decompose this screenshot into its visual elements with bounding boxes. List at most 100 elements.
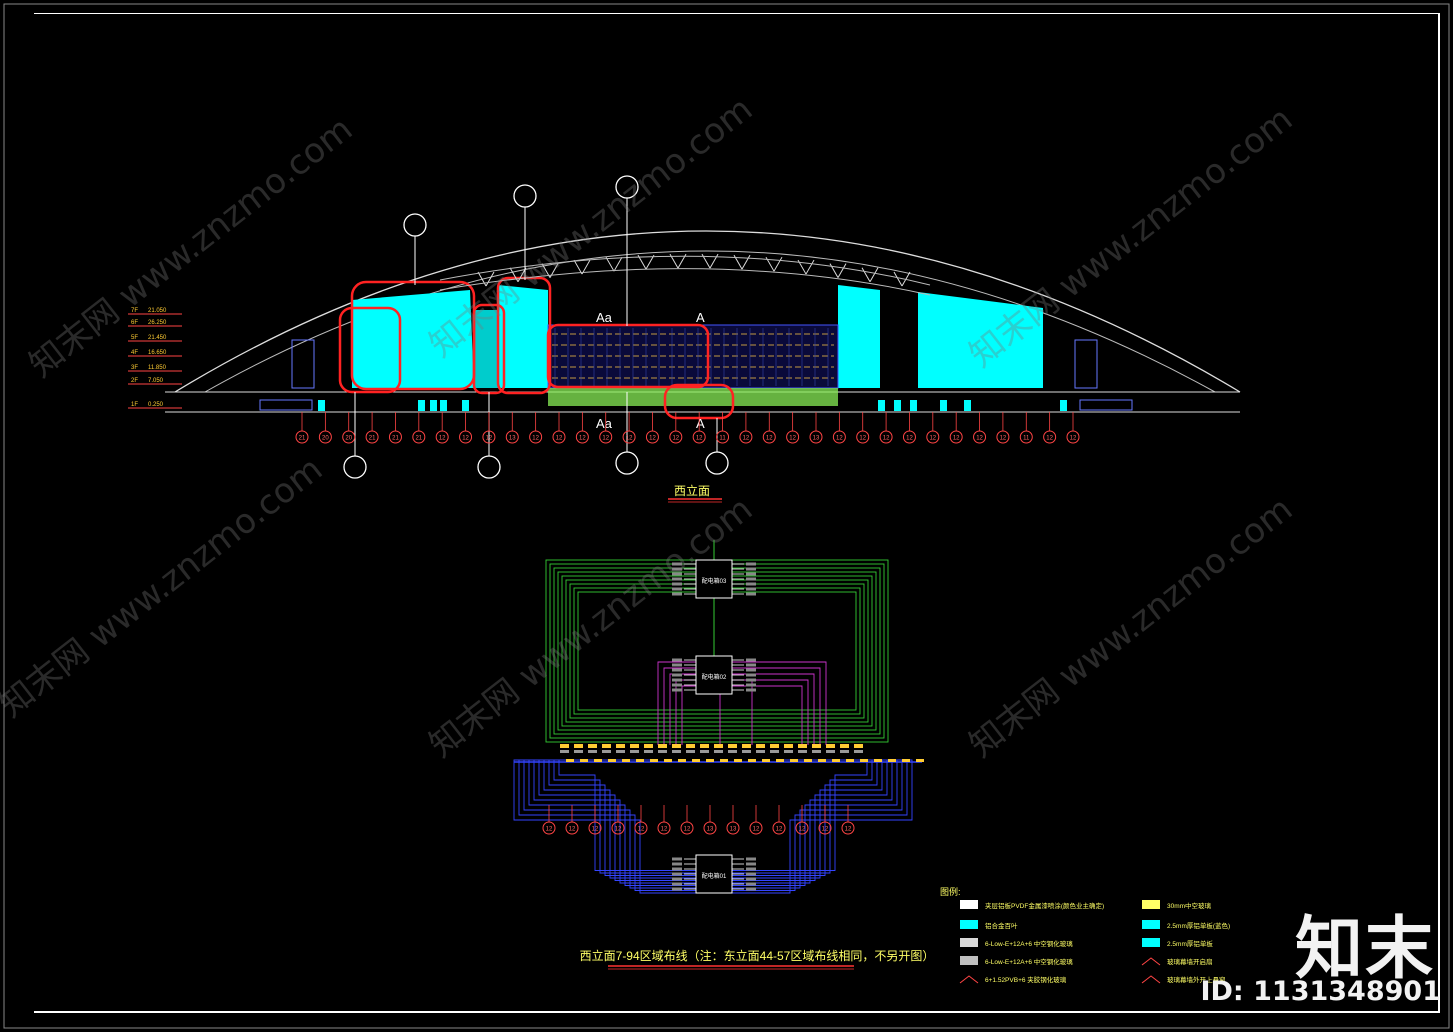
axis-bubble-label: 12	[649, 436, 656, 442]
base-block	[964, 400, 971, 411]
axis-bubble-label: 12	[906, 436, 913, 442]
breaker	[672, 750, 681, 753]
center-floor-lines	[552, 328, 834, 386]
axis-bubble-label: 12	[532, 436, 539, 442]
breaker	[594, 759, 602, 762]
wiring-bubble-label: 12	[845, 827, 852, 833]
callout-bottom-1[interactable]	[343, 392, 367, 479]
axis-bubble	[482, 430, 496, 444]
axis-bubble-label: 12	[602, 436, 609, 442]
callout-top-3[interactable]	[615, 175, 639, 326]
breaker	[644, 750, 653, 753]
level-elev: 0.250	[148, 402, 164, 408]
truss-member	[605, 256, 615, 272]
pin-tag	[672, 872, 682, 876]
axis-bubble	[716, 430, 730, 444]
green-loop	[573, 587, 861, 715]
base-block	[894, 400, 901, 411]
curtain-wall-left	[352, 290, 474, 388]
truss-member	[613, 256, 623, 272]
panel-01[interactable]: 配电箱01	[695, 854, 733, 894]
axis-bubble	[809, 430, 823, 444]
breaker	[826, 744, 835, 748]
magenta-wire	[681, 685, 696, 745]
breaker	[664, 759, 672, 762]
axis-bubble	[435, 430, 449, 444]
base-block	[430, 400, 437, 411]
callout-bubble	[705, 451, 729, 475]
base-block	[440, 400, 447, 411]
callout-top-2[interactable]	[513, 184, 537, 280]
breaker	[874, 759, 882, 762]
pin-tag	[672, 877, 682, 881]
truss-chord	[439, 255, 931, 286]
pin-tag	[746, 882, 756, 886]
outline-region-2	[338, 306, 402, 394]
axis-bubble	[1019, 430, 1033, 444]
pin-tag	[672, 867, 682, 871]
axis-bubble	[973, 430, 987, 444]
legend-label: 6-Low-E+12A+6 中空钢化玻璃	[985, 957, 1073, 966]
pin-tag	[672, 683, 682, 687]
base-block	[910, 400, 917, 411]
panel-02[interactable]: 配电箱02	[695, 655, 733, 695]
panel-box	[695, 655, 733, 695]
wiring-bubble	[542, 821, 556, 835]
wiring-bubble-label: 12	[661, 827, 668, 833]
breaker	[742, 744, 751, 748]
level-elev: 21.450	[148, 335, 167, 341]
legend-label: 2.5mm厚铝单板(蓝色)	[1167, 921, 1230, 930]
legend-swatch	[1141, 975, 1161, 984]
pin-tag	[672, 673, 682, 677]
breaker	[672, 744, 681, 748]
roof-trusses	[439, 253, 931, 296]
axis-bubble-label: 21	[392, 436, 399, 442]
breaker	[616, 750, 625, 753]
level-elev: 21.050	[148, 308, 167, 314]
pin-tag	[672, 577, 682, 581]
roof-arch-outer	[174, 230, 1241, 393]
breaker	[784, 744, 793, 748]
wiring-bubble-label: 12	[776, 827, 783, 833]
callout-bubble	[513, 184, 537, 208]
breaker	[560, 744, 569, 748]
magenta-wire	[732, 661, 827, 745]
breaker	[804, 759, 812, 762]
axis-bubble	[879, 430, 893, 444]
axis-bubble-label: 12	[1000, 436, 1007, 442]
wiring-bubble-label: 13	[730, 827, 737, 833]
axis-bubble-label: 12	[556, 436, 563, 442]
base-blocks	[259, 399, 1133, 411]
wiring-bubble	[841, 821, 855, 835]
axis-bubble-label: 12	[439, 436, 446, 442]
pin-tag	[746, 668, 756, 672]
breaker	[678, 759, 686, 762]
legend-swatch	[960, 920, 978, 929]
breaker	[580, 759, 588, 762]
breaker	[630, 750, 639, 753]
wiring-bubble	[680, 821, 694, 835]
level-floor: 2F	[131, 378, 138, 384]
pin-tag	[746, 592, 756, 596]
breaker	[650, 759, 658, 762]
truss-member	[773, 256, 783, 272]
axis-bubble	[412, 430, 426, 444]
callout-top-1[interactable]	[403, 213, 427, 285]
pin-tag	[672, 862, 682, 866]
legend-label: 铝合金百叶	[985, 921, 1018, 930]
callout-bottom-4[interactable]	[705, 418, 729, 475]
breaker	[602, 750, 611, 753]
breaker	[756, 744, 765, 748]
panel-03[interactable]: 配电箱03	[695, 559, 733, 599]
pin-tag	[672, 587, 682, 591]
callout-bottom-3[interactable]	[615, 392, 639, 475]
breaker	[608, 759, 616, 762]
axis-bubble-label: 21	[299, 436, 306, 442]
breaker	[784, 750, 793, 753]
magenta-wire	[732, 673, 815, 745]
truss-member	[581, 259, 591, 275]
panel-pins	[672, 562, 756, 891]
axis-bubble	[295, 430, 309, 444]
breaker	[658, 750, 667, 753]
